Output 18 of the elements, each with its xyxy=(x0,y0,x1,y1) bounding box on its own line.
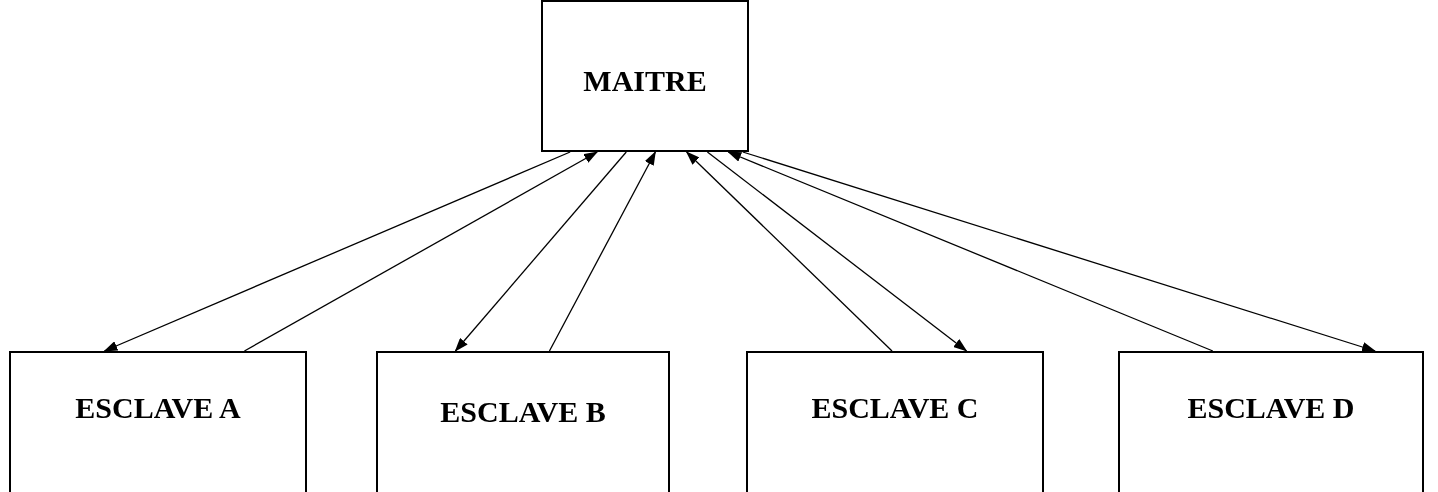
arrow xyxy=(243,151,599,352)
arrow xyxy=(454,151,627,352)
process-box xyxy=(376,351,670,492)
arrow xyxy=(727,151,1214,352)
arrow xyxy=(685,151,893,352)
box-label: ESCLAVE C xyxy=(810,391,980,425)
arrow xyxy=(706,151,968,352)
process-box xyxy=(541,0,749,152)
process-box xyxy=(9,351,307,492)
process-box xyxy=(1118,351,1424,492)
box-label: ESCLAVE A xyxy=(74,391,242,425)
box-label: ESCLAVE D xyxy=(1186,391,1356,425)
arrow xyxy=(548,151,657,352)
arrow xyxy=(103,151,571,352)
box-label: MAITRE xyxy=(582,64,708,98)
box-label: ESCLAVE B xyxy=(439,395,607,429)
process-box xyxy=(746,351,1044,492)
arrow xyxy=(742,151,1376,352)
